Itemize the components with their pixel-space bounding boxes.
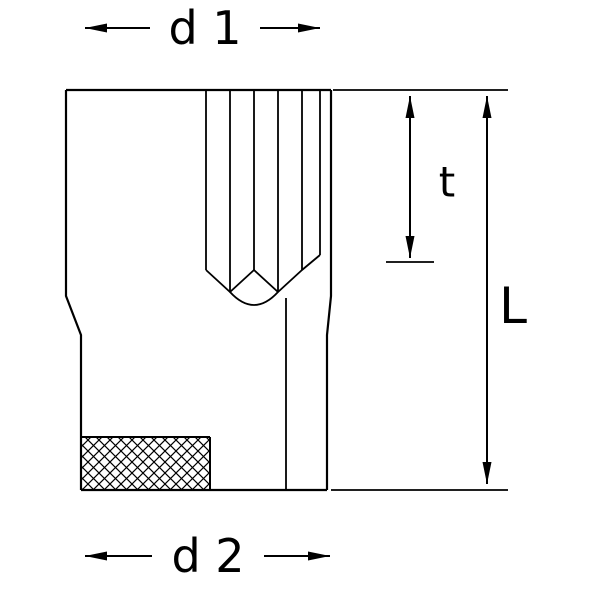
dimension-L: L bbox=[482, 96, 527, 484]
hex-socket-interior bbox=[205, 90, 321, 490]
extension-lines bbox=[331, 89, 508, 491]
body-left-edge bbox=[64, 90, 83, 490]
dimension-d2-label: d 2 bbox=[171, 529, 244, 583]
dimension-d1-label: d 1 bbox=[168, 1, 241, 55]
dimension-d1: d 1 bbox=[85, 1, 320, 55]
hex-bottom-zigzag bbox=[205, 254, 321, 293]
arrowhead-left-icon bbox=[85, 23, 107, 33]
knurl-hatch-fill bbox=[81, 437, 210, 490]
arrowhead-down-icon bbox=[482, 462, 492, 484]
arrowhead-up-icon bbox=[405, 96, 415, 118]
arrowhead-right-icon bbox=[308, 551, 330, 561]
knurl-band bbox=[81, 436, 211, 490]
socket-outline bbox=[64, 88, 333, 492]
drill-cone-curve bbox=[229, 291, 279, 306]
dimension-L-label: L bbox=[499, 277, 527, 335]
dimension-t: t bbox=[405, 96, 455, 258]
arrowhead-left-icon bbox=[85, 551, 107, 561]
arrowhead-down-icon bbox=[405, 236, 415, 258]
arrowhead-up-icon bbox=[482, 96, 492, 118]
body-right-edge bbox=[325, 90, 333, 490]
dimension-d2: d 2 bbox=[85, 529, 330, 583]
dimension-t-label: t bbox=[439, 158, 455, 207]
arrowhead-right-icon bbox=[298, 23, 320, 33]
